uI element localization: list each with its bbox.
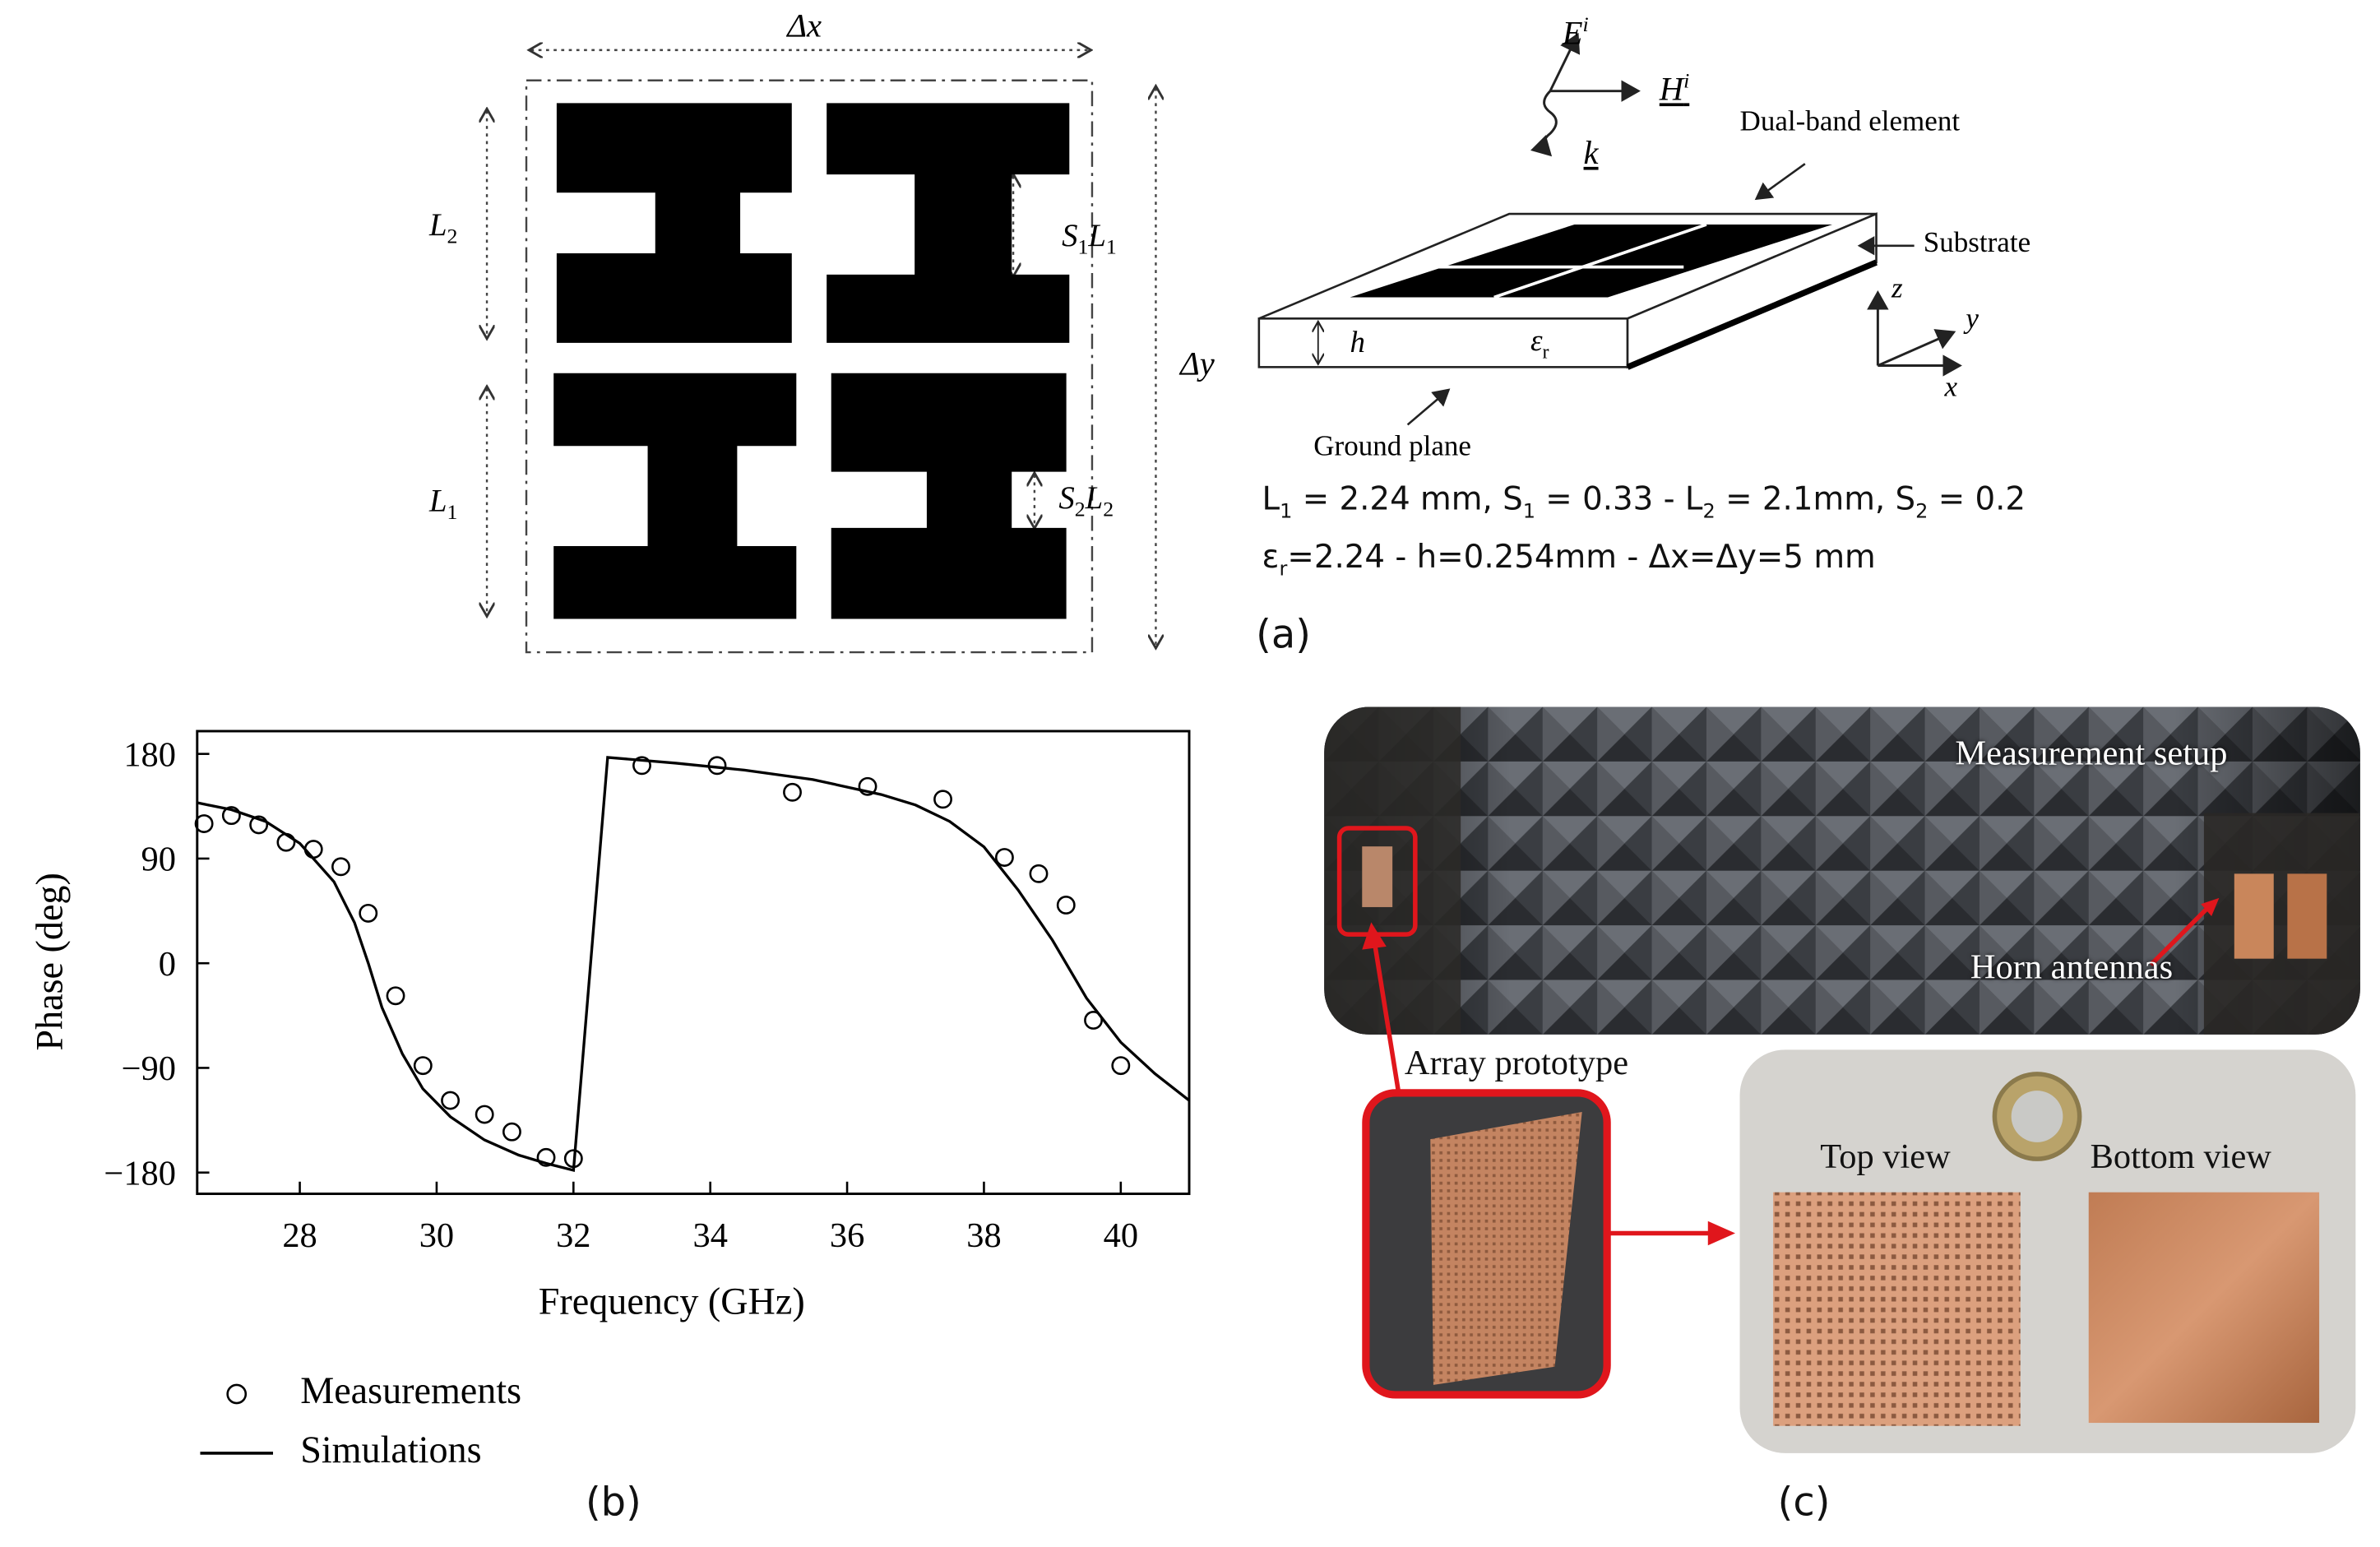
measurement-point (1111, 1056, 1131, 1076)
k-wave-arrow (1530, 90, 1558, 157)
bottom-view-board (2088, 1192, 2320, 1424)
measurement-point (536, 1147, 556, 1167)
measurement-point (502, 1122, 521, 1142)
measurement-point (783, 782, 802, 802)
measurement-point (386, 986, 405, 1006)
measurement-point (1029, 864, 1049, 883)
measurement-point (276, 832, 296, 852)
s2l2-label: S2L2 (1058, 479, 1114, 522)
legend-measurements: Measurements (300, 1371, 522, 1413)
x-tick-label: 32 (556, 1216, 590, 1255)
x-tick-label: 30 (419, 1216, 454, 1255)
connector-arrows (1362, 922, 1735, 1246)
measurement-point (707, 756, 727, 776)
ground-plane-label: Ground plane (1313, 430, 1471, 463)
measurement-point (413, 1056, 433, 1076)
measurement-point (249, 815, 269, 835)
legend-measurement-marker (226, 1383, 248, 1405)
e-field-arrow (1549, 32, 1581, 92)
measurement-point (1084, 1011, 1103, 1030)
y-axis (1877, 329, 1956, 367)
dual-band-element-label: Dual-band element (1739, 106, 1961, 138)
measurement-point (933, 790, 952, 809)
dual-band-element-top-left (556, 103, 792, 343)
x-tick-label: 34 (692, 1216, 727, 1255)
legend-markers (200, 1383, 273, 1455)
legend-simulations: Simulations (300, 1430, 482, 1472)
patch-array-top (1350, 224, 1833, 298)
prototype-board (1430, 1111, 1582, 1385)
top-view-label: Top view (1820, 1137, 1951, 1176)
y-tick-label: −180 (104, 1154, 176, 1193)
top-view-board (1773, 1192, 2021, 1426)
epsilon-r-label: εr (1530, 324, 1549, 363)
measurement-point (632, 756, 651, 776)
substrate-stack-diagram (1257, 32, 1962, 426)
measurement-setup-label: Measurement setup (1955, 734, 2228, 772)
unit-cell-boundary (525, 79, 1094, 654)
horn-antenna-right (2287, 873, 2327, 959)
y-tick-label: 90 (141, 841, 176, 879)
phase-chart: 180 90 0 −90 −180 28 30 32 34 36 38 40 (104, 729, 1191, 1255)
bottom-view-label: Bottom view (2090, 1137, 2271, 1176)
y-tick-label: 180 (123, 735, 176, 774)
k-label: k (1583, 133, 1599, 172)
dual-band-pointer (1754, 163, 1806, 201)
panel-label-c: (c) (1777, 1480, 1831, 1526)
dual-band-element-top-right (827, 103, 1070, 343)
measurement-point (441, 1091, 461, 1110)
measurement-point (475, 1105, 494, 1124)
plot-frame (196, 729, 1191, 1196)
simulations-series-line (197, 756, 1191, 1173)
array-prototype-photo (1362, 1089, 1611, 1399)
panel-label-a: (a) (1256, 613, 1311, 659)
measurement-point (1056, 896, 1076, 915)
top-bottom-view-photo (1739, 1049, 2356, 1453)
s1l1-label: S1L1 (1062, 216, 1117, 260)
horn-antennas-label: Horn antennas (1970, 947, 2174, 986)
axis-y-label: y (1966, 303, 1979, 336)
measurement-point (858, 776, 877, 796)
y-tick-label: −90 (122, 1049, 176, 1088)
parameters-line-1: L1 = 2.24 mm, S1 = 0.33 - L2 = 2.1mm, S2… (1262, 480, 2026, 524)
axis-z-label: z (1891, 272, 1903, 305)
horn-antenna-left (2234, 873, 2274, 959)
ground-plane-edge (1626, 259, 1878, 370)
x-axis-label: Frequency (GHz) (538, 1281, 805, 1323)
measurement-setup-photo (1324, 706, 2360, 1035)
measurement-point (994, 848, 1014, 867)
measurement-point (331, 857, 350, 877)
dual-band-element-bottom-right (831, 373, 1067, 619)
dx-label: Δx (787, 6, 822, 44)
measurement-point (194, 814, 214, 833)
array-prototype-label: Array prototype (1404, 1043, 1629, 1082)
dual-band-element-bottom-left (553, 373, 797, 619)
unit-cell-diagram (0, 0, 1214, 654)
x-tick-label: 36 (830, 1216, 864, 1255)
substrate-front-face (1257, 317, 1629, 368)
x-tick-label: 38 (966, 1216, 1001, 1255)
panel-label-b: (b) (585, 1480, 641, 1526)
parameters-line-2: εr=2.24 - h=0.254mm - Δx=Δy=5 mm (1262, 538, 1876, 581)
h-label: h (1350, 326, 1365, 360)
l1-label: L1 (428, 482, 458, 526)
measurement-point (303, 840, 323, 859)
axis-x-label: x (1944, 371, 1958, 404)
prototype-in-chamber (1362, 846, 1393, 907)
e-incident-label: Ei (1562, 13, 1589, 52)
h-incident-label: Hi (1659, 69, 1690, 108)
dy-label: Δy (1179, 344, 1215, 382)
x-tick-label: 40 (1104, 1216, 1138, 1255)
l2-label: L2 (428, 206, 458, 249)
measurement-point (221, 806, 241, 826)
x-tick-label: 28 (282, 1216, 317, 1255)
y-tick-label: 0 (159, 945, 176, 984)
substrate-label: Substrate (1923, 227, 2031, 260)
y-axis-label: Phase (deg) (30, 873, 72, 1051)
ground-plane-pointer (1406, 388, 1451, 426)
measurement-point (359, 903, 378, 923)
measurement-point (563, 1149, 583, 1169)
